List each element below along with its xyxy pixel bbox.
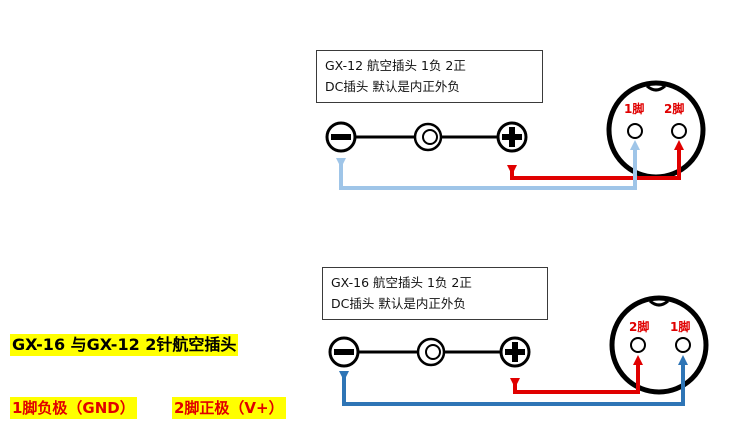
gx12-connector-face [606,80,706,180]
gx16-connector-face [609,295,709,395]
negative-terminal-icon [325,121,357,153]
positive-terminal-icon [496,121,528,153]
negative-wire-top [336,140,640,190]
positive-wire-top [507,140,684,180]
top-box-line1: GX-12 航空插头 1负 2正 [325,58,466,73]
positive-terminal-icon [499,336,531,368]
bottom-box-line1: GX-16 航空插头 1负 2正 [331,275,472,290]
top-diagram [325,80,706,190]
bottom-description-box: GX-16 航空插头 1负 2正 DC插头 默认是内正外负 [322,267,548,320]
bottom-box-line2: DC插头 默认是内正外负 [331,296,466,311]
top-description-box: GX-12 航空插头 1负 2正 DC插头 默认是内正外负 [316,50,543,103]
top-pin-right-label: 2脚 [664,102,685,116]
dc-barrel-icon [416,337,446,367]
pin1-gnd-label: 1脚负极（GND） [10,397,137,419]
dc-barrel-icon [413,122,443,152]
bottom-pin-left-label: 2脚 [629,320,650,334]
bottom-pin-right-label: 1脚 [670,320,691,334]
negative-terminal-icon [328,336,360,368]
top-box-line2: DC插头 默认是内正外负 [325,79,460,94]
pin2-vplus-label: 2脚正极（V+） [172,397,286,419]
negative-wire-bottom [339,355,688,406]
top-pin-left-label: 1脚 [624,102,645,116]
connector-title: GX-16 与GX-12 2针航空插头 [10,334,239,356]
bottom-diagram [328,295,709,406]
